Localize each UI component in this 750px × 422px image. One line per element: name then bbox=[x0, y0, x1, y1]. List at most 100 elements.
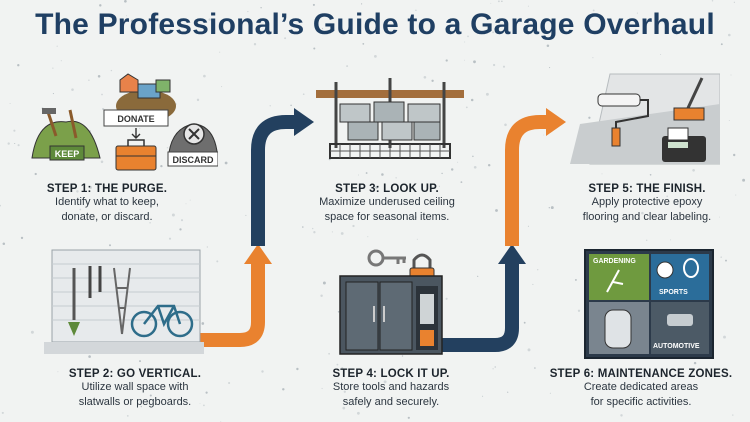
speckle-dot bbox=[727, 33, 731, 37]
speckle-dot bbox=[149, 394, 152, 397]
speckle-dot bbox=[60, 60, 62, 62]
speckle-dot bbox=[221, 86, 223, 88]
speckle-dot bbox=[302, 93, 305, 96]
speckle-dot bbox=[1, 411, 4, 414]
step-4-desc-line-2: safely and securely. bbox=[342, 395, 440, 408]
speckle-dot bbox=[337, 311, 340, 313]
speckle-dot bbox=[205, 391, 208, 394]
speckle-dot bbox=[383, 380, 387, 384]
speckle-dot bbox=[130, 19, 134, 23]
speckle-dot bbox=[445, 59, 448, 62]
speckle-dot bbox=[546, 44, 550, 48]
speckle-dot bbox=[284, 37, 287, 40]
orange-arrow-1 bbox=[200, 262, 265, 347]
speckle-dot bbox=[502, 65, 506, 68]
step-1-desc-line-1: Identify what to keep, bbox=[55, 196, 159, 208]
speckle-dot bbox=[57, 371, 59, 373]
speckle-dot bbox=[331, 213, 333, 215]
speckle-dot bbox=[302, 226, 304, 228]
speckle-dot bbox=[321, 27, 324, 29]
speckle-dot bbox=[321, 387, 323, 390]
speckle-dot bbox=[99, 4, 102, 7]
speckle-dot bbox=[414, 216, 417, 219]
step-6-desc-line-1: Create dedicated areas bbox=[583, 381, 699, 393]
speckle-dot bbox=[666, 195, 668, 198]
step-2-desc-line-2: slatwalls or pegboards. bbox=[78, 395, 192, 408]
step-4-title: STEP 4: LOCK IT UP. bbox=[332, 368, 450, 380]
speckle-dot bbox=[645, 239, 648, 242]
speckle-dot bbox=[17, 64, 20, 67]
speckle-dot bbox=[549, 392, 551, 394]
zone-gardening-label: GARDENING bbox=[593, 258, 636, 265]
step-2: STEP 2: GO VERTICAL. Utilize wall space … bbox=[30, 368, 240, 410]
speckle-dot bbox=[199, 403, 201, 405]
speckle-dot bbox=[208, 18, 211, 21]
speckle-dot bbox=[401, 355, 404, 357]
speckle-dot bbox=[670, 239, 672, 241]
speckle-dot bbox=[20, 236, 24, 240]
speckle-dot bbox=[320, 294, 323, 298]
speckle-dot bbox=[735, 194, 737, 196]
orange-arrowhead-2 bbox=[546, 108, 566, 136]
zone-automotive-label: AUTOMOTIVE bbox=[653, 343, 700, 350]
speckle-dot bbox=[343, 390, 346, 393]
speckle-dot bbox=[9, 102, 11, 105]
speckle-dot bbox=[7, 142, 10, 145]
speckle-dot bbox=[742, 178, 746, 182]
pegboard-illustration bbox=[44, 249, 204, 354]
speckle-dot bbox=[56, 45, 58, 47]
speckle-dot bbox=[52, 67, 54, 69]
donate-label: DONATE bbox=[117, 114, 154, 124]
speckle-dot bbox=[457, 161, 459, 163]
speckle-dot bbox=[313, 47, 316, 50]
discard-label: DISCARD bbox=[172, 155, 214, 165]
speckle-dot bbox=[169, 397, 172, 400]
speckle-dot bbox=[358, 174, 359, 176]
speckle-dot bbox=[101, 93, 103, 96]
step-6: STEP 6: MAINTENANCE ZONES. Create dedica… bbox=[536, 368, 746, 410]
speckle-dot bbox=[76, 190, 79, 193]
speckle-dot bbox=[34, 172, 37, 176]
step-3-desc-line-2: space for seasonal items. bbox=[324, 210, 450, 223]
step-3: STEP 3: LOOK UP. Maximize underused ceil… bbox=[282, 183, 492, 225]
speckle-dot bbox=[180, 219, 184, 222]
step-4-desc-line-1: Store tools and hazards bbox=[332, 381, 450, 393]
speckle-dot bbox=[290, 104, 292, 107]
speckle-dot bbox=[423, 75, 427, 79]
speckle-dot bbox=[369, 21, 372, 23]
speckle-dot bbox=[52, 93, 54, 95]
speckle-dot bbox=[312, 227, 314, 230]
speckle-dot bbox=[732, 414, 734, 416]
speckle-dot bbox=[534, 367, 536, 369]
speckle-dot bbox=[189, 199, 191, 201]
speckle-dot bbox=[438, 185, 440, 187]
speckle-dot bbox=[124, 0, 127, 3]
speckle-dot bbox=[0, 204, 1, 207]
speckle-dot bbox=[336, 363, 339, 366]
speckle-dot bbox=[548, 207, 550, 209]
speckle-dot bbox=[88, 355, 91, 358]
zone-floor-plan-icon: GARDENING SPORTS AUTOMOTIVE bbox=[584, 249, 714, 359]
speckle-dot bbox=[527, 5, 529, 7]
speckle-dot bbox=[140, 405, 142, 408]
navy-arrowhead-2 bbox=[498, 244, 526, 264]
speckle-dot bbox=[577, 309, 581, 312]
speckle-dot bbox=[282, 388, 285, 391]
speckle-dot bbox=[331, 231, 333, 233]
speckle-dot bbox=[720, 43, 723, 46]
speckle-dot bbox=[2, 242, 6, 245]
speckle-dot bbox=[341, 367, 344, 370]
speckle-dot bbox=[296, 367, 299, 371]
speckle-dot bbox=[636, 12, 638, 14]
page-title: The Professional’s Guide to a Garage Ove… bbox=[35, 8, 715, 41]
speckle-dot bbox=[126, 415, 129, 417]
speckle-dot bbox=[312, 3, 315, 6]
speckle-dot bbox=[179, 399, 182, 402]
speckle-dot bbox=[477, 275, 479, 278]
speckle-dot bbox=[407, 416, 410, 419]
speckle-dot bbox=[620, 414, 623, 417]
speckle-dot bbox=[649, 173, 652, 176]
speckle-dot bbox=[328, 30, 332, 34]
orange-arrowhead-1 bbox=[244, 244, 272, 264]
speckle-dot bbox=[203, 74, 206, 78]
